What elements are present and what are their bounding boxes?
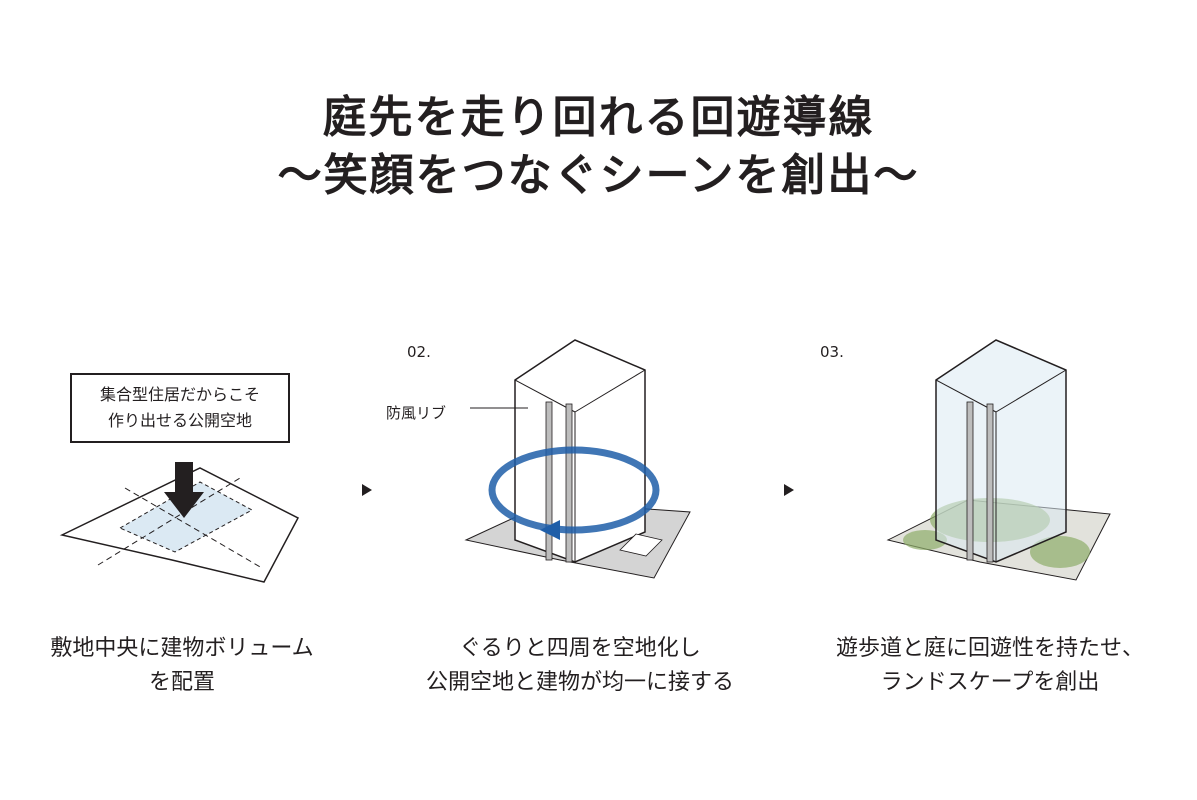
caption-line: 公開空地と建物が均一に接する	[425, 670, 734, 695]
rotate-arrow-icon	[540, 520, 560, 540]
step-number-2: 02.	[407, 343, 431, 361]
caption-line: ぐるりと四周を空地化し	[459, 636, 701, 661]
title-line-2: 〜笑顔をつなぐシーンを創出〜	[277, 150, 920, 201]
open-space-callout: 集合型住居だからこそ 作り出せる公開空地	[70, 373, 290, 443]
caption-line: を配置	[148, 670, 215, 695]
title-line-1: 庭先を走り回れる回遊導線	[322, 92, 875, 143]
caption-step-2: ぐるりと四周を空地化し 公開空地と建物が均一に接する	[400, 632, 760, 700]
play-triangle-icon	[784, 484, 794, 496]
caption-line: ランドスケープを創出	[880, 670, 1100, 695]
callout-line-2: 作り出せる公開空地	[107, 411, 252, 430]
caption-line: 敷地中央に建物ボリューム	[50, 636, 314, 661]
panel-2-tower	[464, 339, 691, 579]
caption-step-1: 敷地中央に建物ボリューム を配置	[2, 632, 362, 700]
caption-step-3: 遊歩道と庭に回遊性を持たせ、 ランドスケープを創出	[810, 632, 1170, 700]
panel-3-landscape	[886, 339, 1111, 581]
panel-1-site	[59, 462, 300, 583]
down-arrow-icon	[164, 462, 204, 518]
callout-line-1: 集合型住居だからこそ	[99, 385, 260, 404]
step-number-3: 03.	[820, 343, 844, 361]
wind-rib-label: 防風リブ	[386, 404, 447, 422]
caption-line: 遊歩道と庭に回遊性を持たせ、	[835, 636, 1144, 661]
play-triangle-icon	[362, 484, 372, 496]
